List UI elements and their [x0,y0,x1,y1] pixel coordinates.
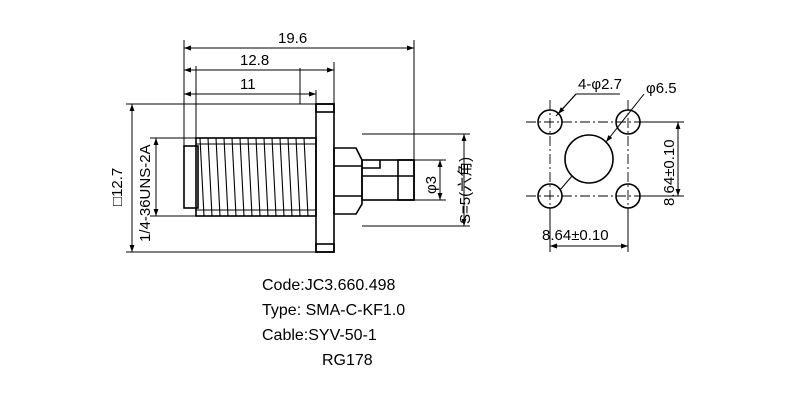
spec-cable-alt: RG178 [322,352,373,369]
spec-cable: Cable:SYV-50-1 [262,327,377,344]
flange-body [315,103,335,253]
spec-code: Code:JC3.660.498 [262,277,396,294]
thread-label: 1/4-36UNS-2A [137,144,154,242]
pin-shaft [361,159,415,201]
thread-hatching [196,137,316,217]
footprint-view [526,100,660,220]
flange-square-label: □12.7 [109,168,126,206]
center-hole [564,134,614,184]
connector-side-view [183,103,415,253]
side-dimensions [126,40,470,253]
spacing-horizontal-label: 8.64±0.10 [542,227,609,244]
dim-inner-label: 11 [240,76,256,93]
hex-nut [333,147,363,215]
spec-type: Type: SMA-C-KF1.0 [262,302,406,319]
dim-middle-label: 12.8 [240,52,269,69]
dim-overall-label: 19.6 [278,30,307,47]
footprint-dimensions [549,93,684,252]
spacing-vertical-label: 8.64±0.10 [661,139,678,206]
mount-hole-top-left [537,109,563,135]
pin-diameter-label: φ3 [423,176,440,194]
front-face [183,145,199,209]
hex-label: S=5(六角) [457,157,474,224]
mount-holes-label: 4-φ2.7 [578,76,622,93]
center-hole-label: φ6.5 [646,80,677,97]
